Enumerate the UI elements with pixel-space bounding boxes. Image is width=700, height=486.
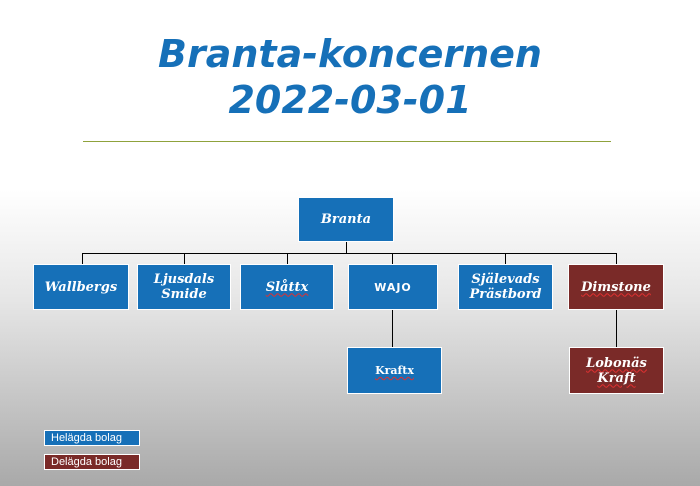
org-box-sjalevads-prastbord: Själevads Prästbord [458, 264, 553, 310]
connector-sjalevads [505, 253, 506, 264]
connector-dimstone-lobonas [616, 310, 617, 347]
org-label: Wallbergs [44, 279, 118, 295]
connector-slattx [287, 253, 288, 264]
org-box-kraftx: Kraftx [347, 347, 442, 394]
legend-partly-owned: Delägda bolag [44, 454, 140, 470]
org-box-ljusdals-smide: Ljusdals Smide [137, 264, 231, 310]
connector-ljusdals [184, 253, 185, 264]
org-label: Själevads Prästbord [469, 272, 542, 302]
org-label: Dimstone [581, 279, 651, 295]
connector-wajo [392, 253, 393, 264]
org-label: Lobonäs Kraft [586, 355, 647, 386]
title-divider [83, 141, 611, 142]
legend-owned: Helägda bolag [44, 430, 140, 446]
org-box-lobonas-kraft: Lobonäs Kraft [569, 347, 664, 394]
org-box-slattx: Slåttx [240, 264, 334, 310]
chart-date: 2022-03-01 [228, 78, 472, 122]
org-box-wallbergs: Wallbergs [33, 264, 129, 310]
org-box-dimstone: Dimstone [568, 264, 664, 310]
org-label: WAJO [374, 280, 412, 294]
org-label: Kraftx [375, 364, 414, 377]
org-box-wajo: WAJO [348, 264, 438, 310]
org-label: Slåttx [265, 279, 309, 295]
connector-wajo-kraftx [392, 310, 393, 347]
chart-title: Branta-koncernen [158, 32, 542, 76]
connector-wallbergs [82, 253, 83, 264]
org-label: Ljusdals Smide [153, 272, 215, 302]
connector-horizontal [82, 253, 617, 254]
connector-dimstone [616, 253, 617, 264]
org-box-branta: Branta [298, 197, 394, 242]
org-label: Branta [320, 212, 372, 227]
connector-root-down [346, 242, 347, 253]
